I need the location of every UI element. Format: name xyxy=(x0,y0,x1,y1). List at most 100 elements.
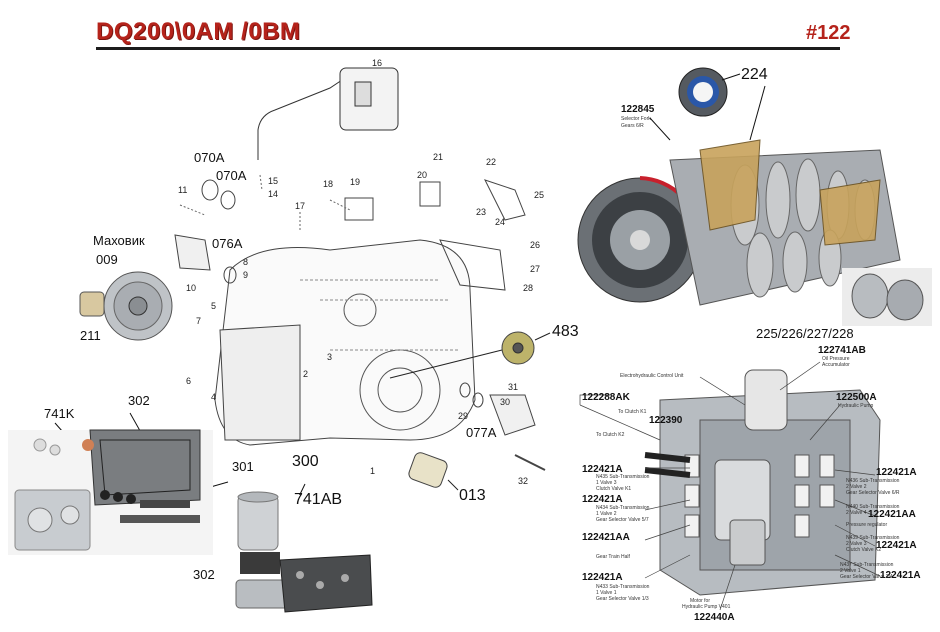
caption-n435: N435 Sub-Transmission xyxy=(596,474,650,480)
label-122421a-r1: 122421A xyxy=(876,467,917,478)
label-741ab: 741AB xyxy=(294,491,343,508)
caption-n439: N439 Sub-Transmission xyxy=(846,535,900,541)
caption-gear-selector-24: Gear Selector Valve 2/4 xyxy=(840,574,893,580)
label-009: 009 xyxy=(96,252,118,267)
part-15: 15 xyxy=(268,176,279,186)
part-20: 20 xyxy=(417,170,428,180)
part-9: 9 xyxy=(243,270,249,280)
part-6: 6 xyxy=(186,376,192,386)
page-title: DQ200\0AM /0BM xyxy=(96,18,301,45)
kit-741k-photo xyxy=(8,429,213,555)
part-32: 32 xyxy=(518,476,529,486)
caption-accumulator: Accumulator xyxy=(822,362,850,368)
label-211: 211 xyxy=(80,328,101,343)
part-22: 22 xyxy=(486,157,497,167)
caption-n433-valve: 1 Valve 1 xyxy=(596,590,617,596)
caption-pressure-regulator: Pressure regulator xyxy=(846,522,888,528)
label-076a: 076A xyxy=(212,236,243,251)
kit-741ab-photo xyxy=(235,491,375,620)
part-17: 17 xyxy=(295,201,306,211)
caption-n436-valve: 2 Valve 2 xyxy=(846,484,867,490)
caption-to-clutch-k1: To Clutch K1 xyxy=(618,409,647,415)
label-301: 301 xyxy=(232,459,254,474)
filter-013 xyxy=(408,452,448,488)
part-3: 3 xyxy=(327,352,333,362)
label-741k: 741K xyxy=(44,406,75,421)
part-10: 10 xyxy=(186,283,197,293)
part-27: 27 xyxy=(530,264,541,274)
caption-ecu: Electrohydraulic Control Unit xyxy=(620,373,684,379)
caption-n436: N436 Sub-Transmission xyxy=(846,478,900,484)
valve-body-diagram xyxy=(579,361,881,611)
label-122390: 122390 xyxy=(649,415,683,426)
part-14: 14 xyxy=(268,189,279,199)
caption-oil-pressure: Oil Pressure xyxy=(822,356,850,362)
caption-n437: N437 Sub-Transmission xyxy=(840,562,894,568)
part-30: 30 xyxy=(500,397,511,407)
caption-clutch-valve-k2: Clutch Valve K2 xyxy=(846,547,882,553)
caption-gear-selector-13: Gear Selector Valve 1/3 xyxy=(596,596,649,602)
part-11: 11 xyxy=(178,185,188,195)
label-flywheel-ru: Маховик xyxy=(93,233,145,248)
gearbox-cutaway xyxy=(577,67,932,326)
part-7: 7 xyxy=(196,316,202,326)
part-29: 29 xyxy=(458,411,469,421)
label-224: 224 xyxy=(741,66,768,83)
caption-n440: N440 Sub-Transmission xyxy=(846,504,900,510)
part-24: 24 xyxy=(495,217,506,227)
caption-n433: N433 Sub-Transmission xyxy=(596,584,650,590)
part-25: 25 xyxy=(534,190,545,200)
label-122421a-l1: 122421A xyxy=(582,464,623,475)
label-122421aa-l: 122421AA xyxy=(582,532,630,543)
label-302-bottom: 302 xyxy=(193,567,215,582)
part-18: 18 xyxy=(323,179,334,189)
caption-n437-valve: 2 Valve 1 xyxy=(840,568,861,574)
label-300: 300 xyxy=(292,453,319,470)
label-122741ab: 122741AB xyxy=(818,345,866,356)
caption-n434: N434 Sub-Transmission xyxy=(596,505,650,511)
label-122421aa-r: 122421AA xyxy=(868,509,916,520)
label-122421a-l3: 122421A xyxy=(582,572,623,583)
caption-clutch-valve-k1: Clutch Valve K1 xyxy=(596,486,632,492)
caption-gear-selector-57: Gear Selector Valve 5/7 xyxy=(596,517,649,523)
label-122500a: 122500A xyxy=(836,392,877,403)
part-1: 1 xyxy=(370,466,376,476)
part-31: 31 xyxy=(508,382,519,392)
caption-hydraulic-pump: Hydraulic Pump xyxy=(838,403,874,409)
caption-pump-v401: Hydraulic Pump V401 xyxy=(682,604,731,610)
label-122421a-r3: 122421A xyxy=(880,570,921,581)
part-2: 2 xyxy=(303,369,309,379)
part-8: 8 xyxy=(243,257,249,267)
part-21: 21 xyxy=(433,152,444,162)
fork-caption-2: Gears 6/R xyxy=(621,123,644,129)
fork-caption-1: Selector Fork xyxy=(621,116,651,122)
label-483: 483 xyxy=(552,323,579,340)
label-013: 013 xyxy=(459,487,486,504)
part-4: 4 xyxy=(211,392,217,402)
caption-gear-train-half: Gear Train Half xyxy=(596,554,630,560)
label-122288ak: 122288AK xyxy=(582,392,630,403)
title-rule xyxy=(96,47,840,50)
caption-n435-valve: 1 Valve 3 xyxy=(596,480,617,486)
label-122845: 122845 xyxy=(621,104,655,115)
label-122421a-l2: 122421A xyxy=(582,494,623,505)
label-225-228: 225/226/227/228 xyxy=(756,326,854,341)
caption-motor-for: Motor for xyxy=(690,598,711,604)
part-16: 16 xyxy=(372,58,383,68)
pipe-line xyxy=(257,79,343,160)
bushing-211 xyxy=(79,291,105,317)
label-070a-2: 070A xyxy=(216,168,247,183)
part-19: 19 xyxy=(350,177,361,187)
part-5: 5 xyxy=(211,301,217,311)
part-23: 23 xyxy=(476,207,487,217)
flange-076A xyxy=(174,234,211,271)
page-number: #122 xyxy=(806,22,851,44)
label-302-top: 302 xyxy=(128,393,150,408)
label-122440a: 122440A xyxy=(694,612,735,623)
label-122421a-r2: 122421A xyxy=(876,540,917,551)
caption-n439-valve: 2 Valve 3 xyxy=(846,541,867,547)
part-28: 28 xyxy=(523,283,534,293)
part-26: 26 xyxy=(530,240,541,250)
caption-n434-valve: 1 Valve 2 xyxy=(596,511,617,517)
